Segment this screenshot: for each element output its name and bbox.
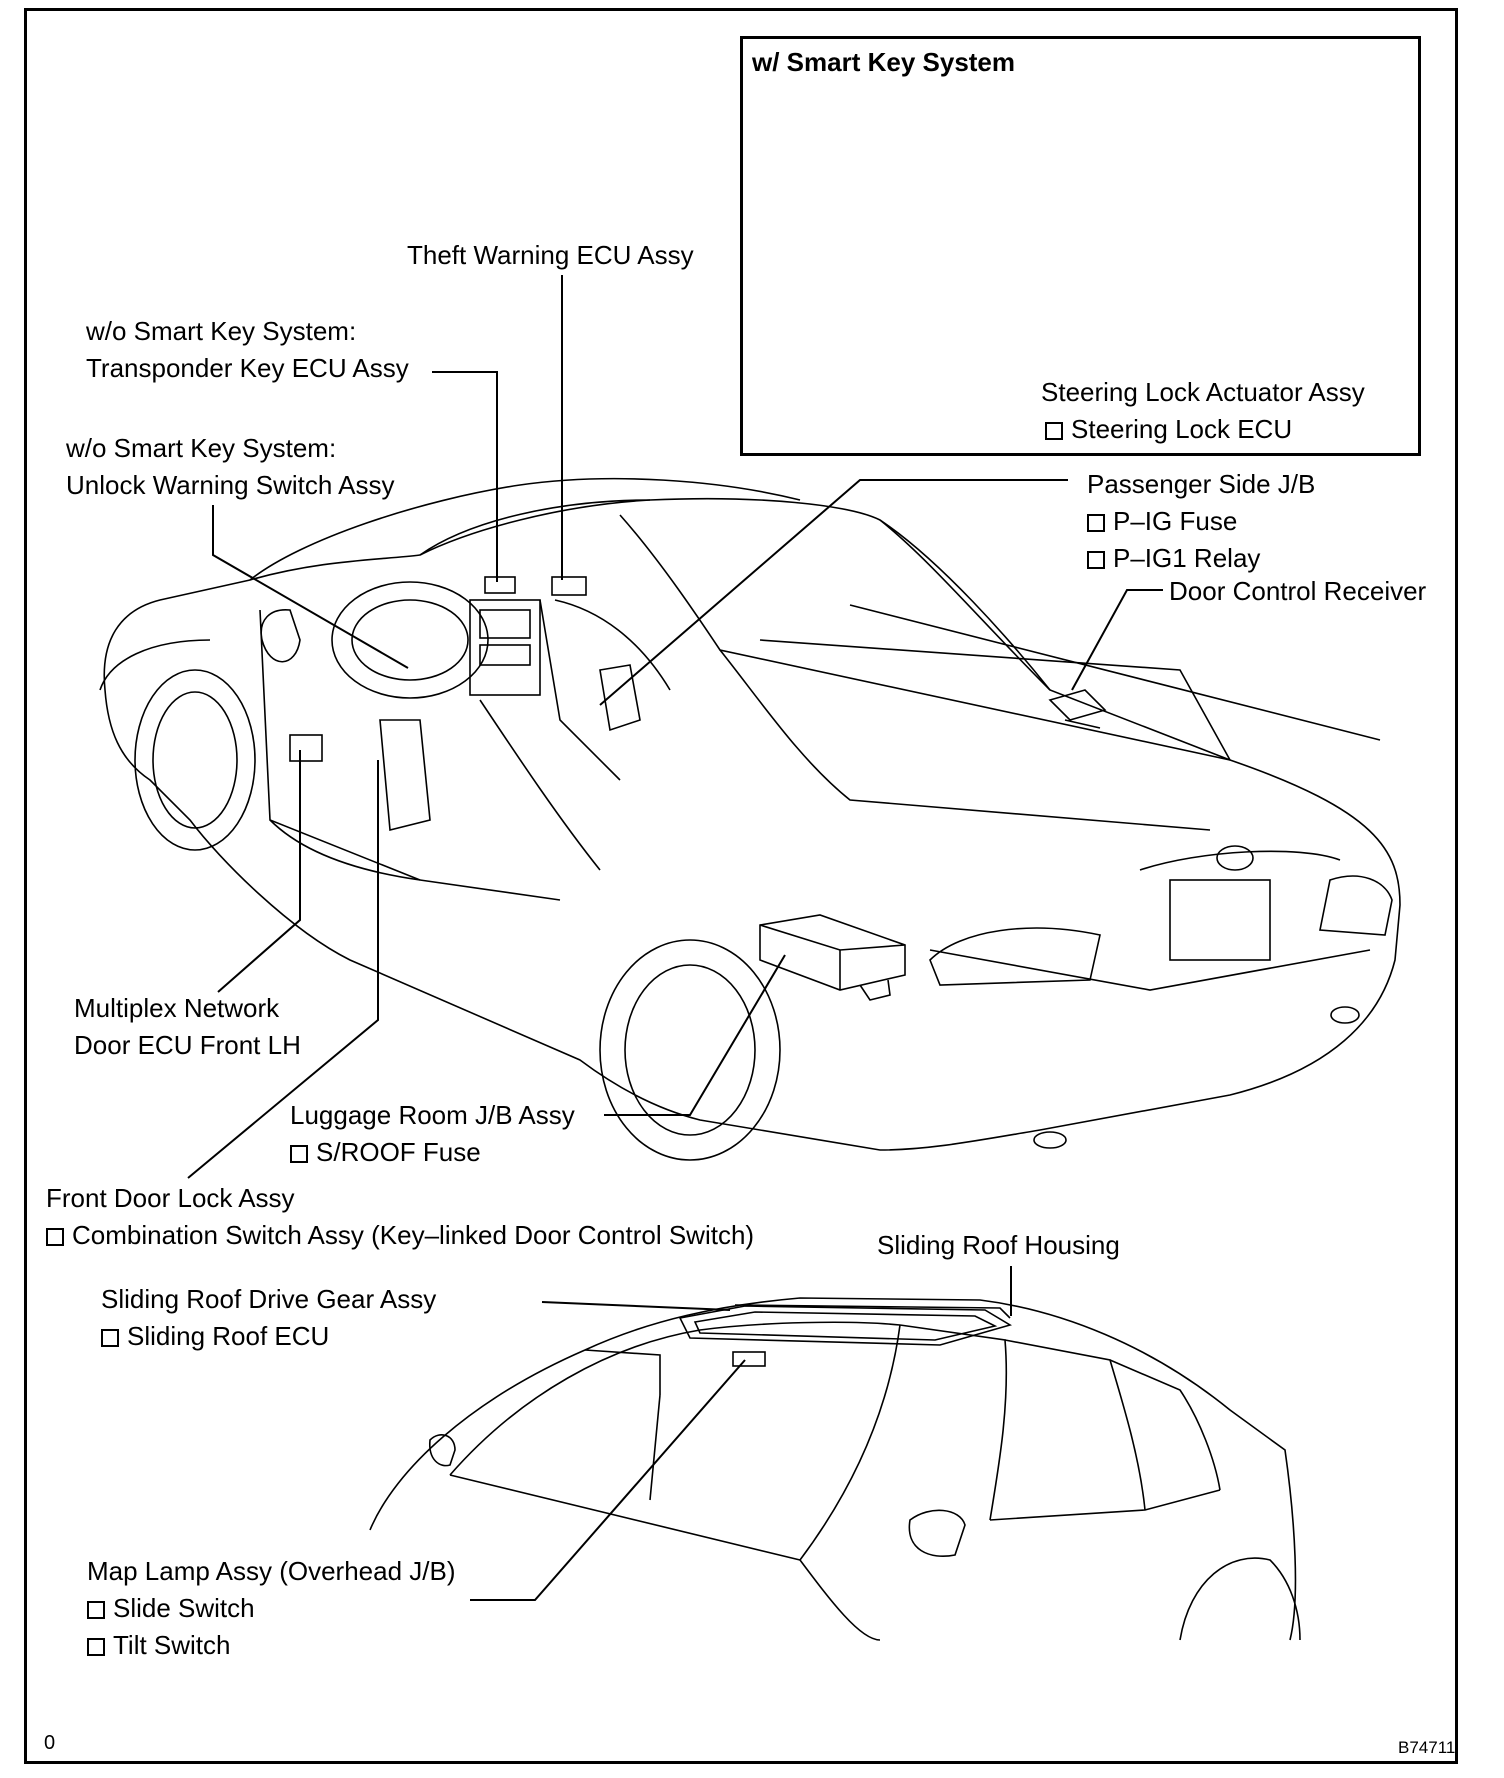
inset-title: w/ Smart Key System: [752, 47, 1016, 77]
leader-unlock-warning: [212, 505, 409, 669]
label-p-ig1-relay: P–IG1 Relay: [1087, 540, 1260, 577]
label-sroof-fuse: S/ROOF Fuse: [290, 1134, 481, 1171]
label-multiplex-line2: Door ECU Front LH: [74, 1030, 301, 1060]
label-luggage-jb: Luggage Room J/B Assy: [290, 1100, 575, 1130]
leader-multiplex: [217, 750, 301, 993]
label-front-door-lock: Front Door Lock Assy: [46, 1183, 295, 1213]
leader-map-lamp: [470, 1359, 746, 1601]
label-p-ig-fuse: P–IG Fuse: [1087, 503, 1237, 540]
label-map-lamp: Map Lamp Assy (Overhead J/B): [87, 1556, 456, 1586]
leader-sliding-roof-drive: [541, 1301, 731, 1311]
smart-key-inset: [740, 36, 1421, 456]
label-transponder-line2: Transponder Key ECU Assy: [86, 353, 409, 383]
leader-transponder: [432, 371, 498, 582]
leader-front-door-lock: [187, 760, 379, 1179]
label-transponder-line1: w/o Smart Key System:: [86, 316, 357, 346]
label-door-control-receiver: Door Control Receiver: [1169, 576, 1427, 606]
label-theft-warning-ecu: Theft Warning ECU Assy: [407, 240, 694, 270]
checkbox-icon: [1087, 551, 1105, 569]
checkbox-icon: [290, 1145, 308, 1163]
leader-passenger-jb: [599, 479, 1068, 706]
checkbox-icon: [46, 1228, 64, 1246]
label-unlock-line2: Unlock Warning Switch Assy: [66, 470, 395, 500]
figure-code: B74711: [1398, 1738, 1456, 1757]
checkbox-icon: [1087, 514, 1105, 532]
label-combination-switch: Combination Switch Assy (Key–linked Door…: [46, 1217, 754, 1254]
checkbox-icon: [101, 1329, 119, 1347]
corner-mark-left: 0: [44, 1732, 56, 1754]
main-car-drawing: [99, 477, 1401, 1161]
label-unlock-line1: w/o Smart Key System:: [66, 433, 337, 463]
leader-luggage-jb: [604, 954, 786, 1116]
label-steering-lock-actuator: Steering Lock Actuator Assy: [1041, 377, 1365, 407]
checkbox-icon: [87, 1601, 105, 1619]
label-sliding-roof-drive: Sliding Roof Drive Gear Assy: [101, 1284, 437, 1314]
checkbox-icon: [1045, 422, 1063, 440]
label-tilt-switch: Tilt Switch: [87, 1627, 231, 1664]
label-slide-switch: Slide Switch: [87, 1590, 255, 1627]
label-steering-lock-ecu: Steering Lock ECU: [1045, 411, 1292, 448]
checkbox-icon: [87, 1638, 105, 1656]
diagram-frame: [24, 8, 1458, 1764]
label-multiplex-line1: Multiplex Network: [74, 993, 280, 1023]
sunroof-car-drawing: [369, 1297, 1301, 1641]
label-sliding-roof-housing: Sliding Roof Housing: [877, 1230, 1120, 1260]
label-passenger-jb: Passenger Side J/B: [1087, 469, 1316, 499]
label-sliding-roof-ecu: Sliding Roof ECU: [101, 1318, 329, 1355]
leader-door-control-receiver: [1071, 589, 1163, 691]
